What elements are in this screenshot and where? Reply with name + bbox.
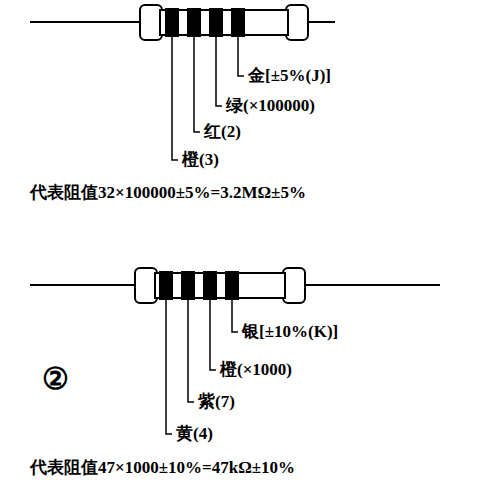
color-band <box>188 9 200 36</box>
leader-line <box>216 36 222 106</box>
band-label: 绿(×100000) <box>226 97 315 116</box>
resistor-body <box>160 10 288 35</box>
color-band <box>210 9 222 36</box>
color-band <box>160 272 172 299</box>
end-cap <box>135 268 157 303</box>
color-band <box>232 9 244 36</box>
band-label: 红(2) <box>204 123 241 142</box>
resistor-body <box>155 273 285 298</box>
end-cap <box>140 5 162 40</box>
value-caption: 代表阻值32×100000±5%=3.2MΩ±5% <box>30 184 306 203</box>
leader-line <box>238 36 244 76</box>
color-band <box>204 272 216 299</box>
leader-line <box>166 299 172 434</box>
lead-wire <box>30 21 140 23</box>
color-band <box>182 272 194 299</box>
leader-line <box>194 36 200 132</box>
band-label: 紫(7) <box>198 393 235 412</box>
band-label: 银[±10%(K)] <box>242 323 338 342</box>
leader-line <box>172 36 178 160</box>
resistor-1 <box>30 5 335 160</box>
color-band <box>226 272 238 299</box>
leader-line <box>210 299 216 370</box>
leader-line <box>232 299 238 332</box>
color-band <box>166 9 178 36</box>
lead-wire <box>30 284 135 286</box>
band-label: 黄(4) <box>176 425 213 444</box>
band-label: 橙(3) <box>182 151 219 170</box>
end-cap <box>283 268 305 303</box>
lead-wire <box>305 284 440 286</box>
figure-number: ② <box>42 362 69 395</box>
band-label: 金[±5%(J)] <box>248 67 331 86</box>
band-label: 橙(×1000) <box>220 361 292 380</box>
leader-line <box>188 299 194 402</box>
lead-wire <box>308 21 335 23</box>
resistor-2 <box>30 268 440 434</box>
value-caption: 代表阻值47×1000±10%=47kΩ±10% <box>30 459 295 478</box>
end-cap <box>286 5 308 40</box>
